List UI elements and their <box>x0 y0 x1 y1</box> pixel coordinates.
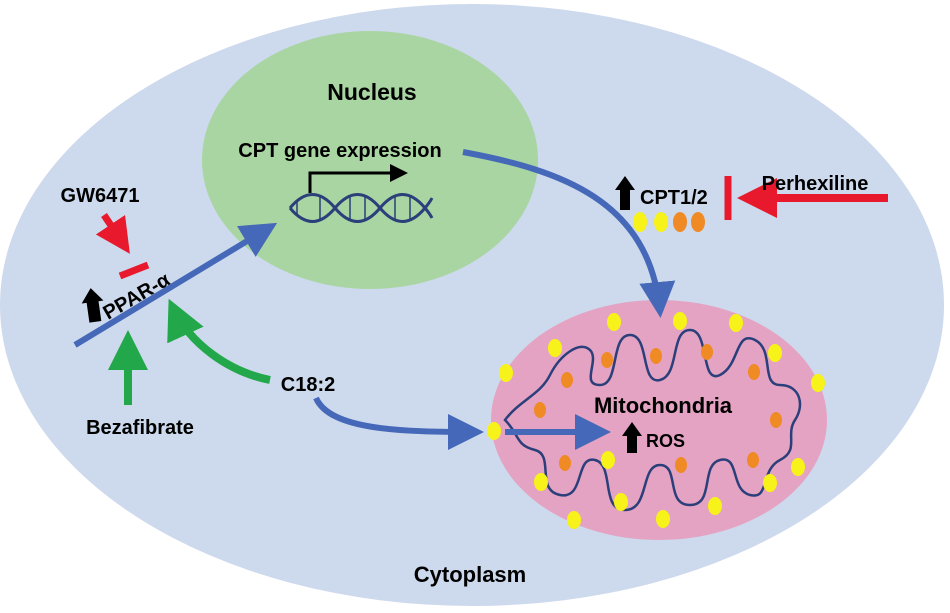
up-arrow-icon <box>615 176 635 210</box>
nucleus-ellipse <box>202 31 538 289</box>
up-arrow-icon <box>622 422 642 453</box>
mitochondria-cristae <box>503 328 802 512</box>
nucleus-to-mitochondria-arrow <box>462 149 676 318</box>
c18-2-label: C18:2 <box>281 374 335 396</box>
perhexiline-label: Perhexiline <box>762 173 869 195</box>
up-arrow-icon <box>81 288 104 323</box>
ros-label: ROS <box>646 431 685 451</box>
ppar-to-nucleus-arrow <box>73 222 278 348</box>
cpt1-2-label: CPT1/2 <box>640 187 708 209</box>
cpt-dots <box>633 212 705 232</box>
promoter-arrow-icon <box>308 164 408 193</box>
mitochondria-dots <box>487 312 825 529</box>
mitochondria-ellipse <box>491 300 827 540</box>
mitochondria-label: Mitochondria <box>594 393 733 418</box>
dna-helix-icon <box>288 193 434 223</box>
inhibition-bar-icon <box>118 261 150 280</box>
c18-to-ppar-arrow <box>167 298 271 384</box>
nucleus-label: Nucleus <box>327 79 416 105</box>
cpt-gene-expression-label: CPT gene expression <box>238 140 441 162</box>
c18-to-mitochondria-arrow <box>313 396 484 450</box>
gw6471-arrow <box>95 213 130 254</box>
gw6471-label: GW6471 <box>61 185 140 207</box>
bezafibrate-label: Bezafibrate <box>86 417 194 439</box>
cytoplasm-label: Cytoplasm <box>414 562 526 587</box>
